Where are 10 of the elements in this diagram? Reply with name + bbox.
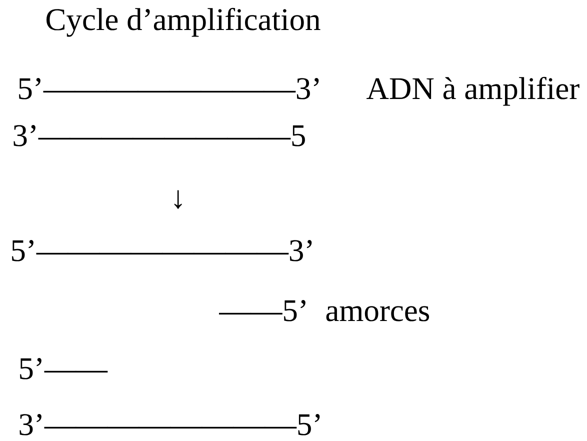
strand-text: ——5’ — [218, 300, 306, 322]
strand-text: 5’————————3’ — [12, 240, 312, 262]
note-text: ADN à amplifier — [366, 76, 580, 106]
strand-text: 5’————————3’ — [19, 78, 319, 100]
note-text: amorces — [326, 306, 430, 322]
strand-text: 3’————————5’ — [20, 414, 320, 436]
strand-text: 3’————————5 — [14, 125, 305, 146]
diagram-title: Cycle d’amplification — [46, 8, 320, 37]
down-arrow-text: ↓ — [174, 190, 182, 209]
strand-text: 5’—— — [20, 358, 108, 380]
